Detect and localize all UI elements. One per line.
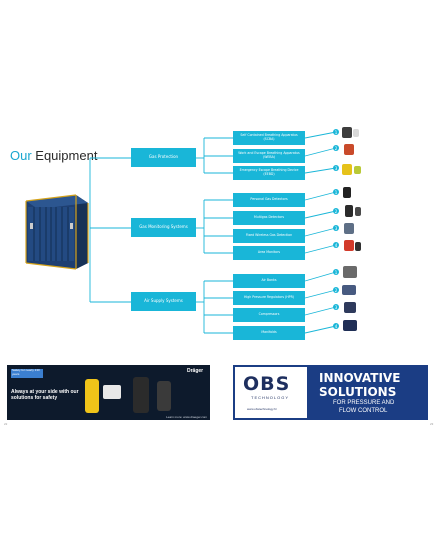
item-fixed-wireless: Fixed Wireless Gas Detection: [233, 229, 305, 243]
number-badge: 1: [333, 189, 339, 195]
eebd-product-image: [342, 164, 352, 175]
item-multigas-detectors: Multigas Detectors: [233, 211, 305, 225]
weba-product-image: [344, 144, 354, 155]
category-gas-monitoring: Gas Monitoring Systems: [131, 218, 196, 237]
number-badge: 4: [333, 323, 339, 329]
category-gas-protection: Gas Protection: [131, 148, 196, 167]
page-number-right: 23: [430, 422, 434, 426]
title-part-2: Equipment: [31, 148, 98, 163]
obs-logo-panel: [235, 367, 307, 418]
obs-ad[interactable]: OBS TECHNOLOGY www.obstechnology.hr INNO…: [233, 365, 428, 420]
scba-product-image: [342, 127, 352, 138]
number-badge: 1: [333, 129, 339, 135]
manifold-image: [343, 320, 357, 331]
item-personal-gas-detectors: Personal Gas Detectors: [233, 193, 305, 207]
number-badge: 2: [333, 145, 339, 151]
obs-tagline-1: FOR PRESSURE AND: [333, 400, 395, 406]
page-number-left: 22: [4, 422, 8, 426]
draeger-scba-image: [103, 385, 121, 399]
compressor-image: [344, 302, 356, 313]
draeger-x-am-image: [133, 377, 149, 413]
title-part-1: Our: [10, 148, 32, 163]
item-hpr: High Pressure Regulators (HPR): [233, 291, 305, 305]
category-air-supply: Air Supply Systems: [131, 292, 196, 311]
item-weba: Work and Escape Breathing Apparatus (WEB…: [233, 149, 305, 163]
hpr-image: [342, 285, 356, 295]
area-monitor-2-image: [355, 242, 361, 251]
draeger-logo: Dräger: [187, 368, 204, 374]
number-badge: 4: [333, 242, 339, 248]
mask-product-image: [353, 129, 359, 137]
number-badge: 2: [333, 287, 339, 293]
item-area-monitors: Area Monitors: [233, 246, 305, 260]
obs-headline-2: SOLUTIONS: [319, 385, 397, 399]
draeger-detector-image: [85, 379, 99, 413]
item-scba: Self Contained Breathing Apparatus (SCBA…: [233, 131, 305, 145]
number-badge: 3: [333, 225, 339, 231]
item-air-banks: Air Banks: [233, 274, 305, 288]
number-badge: 2: [333, 208, 339, 214]
draeger-ad-badge: Safety for nearly 130 years: [11, 368, 43, 378]
item-eebd: Emergency Escape Breathing Device (EEBD): [233, 166, 305, 180]
obs-tagline-2: FLOW CONTROL: [339, 408, 388, 414]
draeger-ad-footer[interactable]: Learn more: www.draeger.com: [166, 415, 207, 419]
number-badge: 3: [333, 304, 339, 310]
page-title: Our Equipment: [10, 148, 97, 163]
wireless-detection-image: [344, 223, 354, 234]
multigas-detector-image: [345, 205, 353, 217]
draeger-pac-image: [157, 381, 171, 411]
multigas-detector-2-image: [355, 207, 361, 216]
personal-detector-image: [343, 187, 351, 198]
area-monitor-image: [344, 240, 354, 251]
item-manifolds: Manifolds: [233, 326, 305, 340]
eebd-hood-image: [354, 166, 361, 174]
item-compressors: Compressors: [233, 308, 305, 322]
air-bank-image: [343, 266, 357, 278]
draeger-ad[interactable]: Safety for nearly 130 years Always at yo…: [7, 365, 210, 420]
obs-headline-1: INNOVATIVE: [319, 371, 401, 385]
obs-url[interactable]: www.obstechnology.hr: [247, 407, 277, 411]
obs-logo: OBS: [243, 373, 291, 395]
draeger-ad-headline: Always at your side with our solutions f…: [11, 389, 79, 401]
number-badge: 1: [333, 269, 339, 275]
number-badge: 3: [333, 165, 339, 171]
shipping-container-image: [25, 194, 89, 270]
obs-logo-subtitle: TECHNOLOGY: [251, 395, 290, 400]
